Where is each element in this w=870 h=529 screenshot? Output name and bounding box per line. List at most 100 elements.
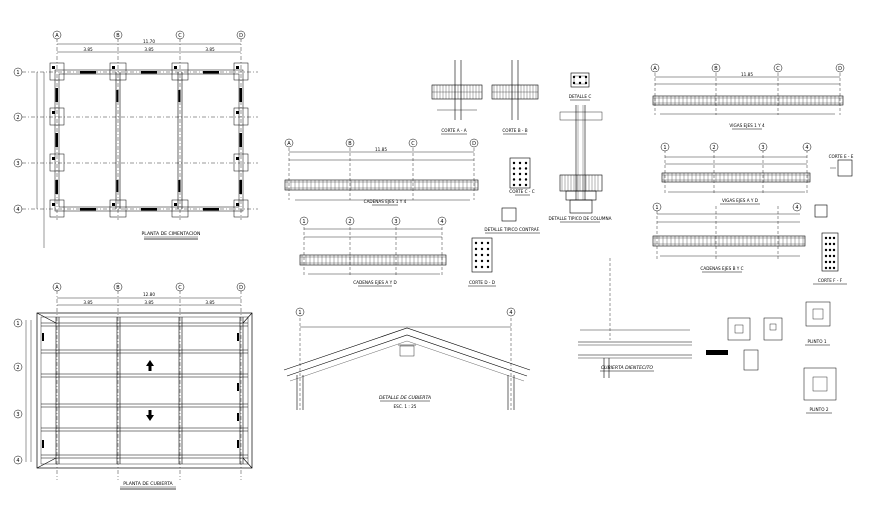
title-detalle-columna: DETALLE TIPICO DE COLUMNA xyxy=(549,216,612,221)
svg-text:2: 2 xyxy=(712,145,715,151)
rebar-dot xyxy=(486,265,490,269)
axis-bubble-2: 2 xyxy=(345,216,355,226)
svg-text:D: D xyxy=(838,66,842,72)
title-detalle-c: DETALLE C xyxy=(569,94,592,99)
svg-text:3.85: 3.85 xyxy=(144,300,154,305)
title-planta-cubierta: PLANTA DE CUBIERTA xyxy=(123,481,173,487)
svg-text:B: B xyxy=(348,141,352,147)
axis-bubble-b: B xyxy=(711,63,721,73)
rebar-dot xyxy=(480,259,484,263)
rebar-dot xyxy=(512,172,516,176)
rebar-dot xyxy=(480,241,484,245)
rebar-dot xyxy=(512,161,516,165)
svg-text:C: C xyxy=(178,285,182,291)
svg-text:4: 4 xyxy=(509,310,512,316)
svg-text:3.85: 3.85 xyxy=(205,47,215,52)
plan-cubierta xyxy=(25,290,253,490)
cadenas-elevation-1 xyxy=(284,148,479,206)
vigas-elevation-1 xyxy=(652,68,844,130)
svg-text:11.85: 11.85 xyxy=(741,72,753,77)
rebar-dot xyxy=(474,241,478,245)
rebar-dot xyxy=(828,260,832,264)
plinto-details xyxy=(727,301,837,414)
axis-bubble-d: D xyxy=(236,282,246,292)
svg-text:A: A xyxy=(653,66,657,72)
rebar-dot xyxy=(584,81,588,85)
title-detalle-cubierta: DETALLE DE CUBIERTA xyxy=(379,395,431,401)
svg-text:D: D xyxy=(239,33,243,39)
plan-cimentacion xyxy=(22,38,258,248)
rebar-dot xyxy=(578,81,582,85)
slope-arrow-up-icon xyxy=(146,360,154,371)
rebar-dot xyxy=(474,265,478,269)
roof-section xyxy=(283,318,531,410)
rebar-dot xyxy=(512,183,516,187)
svg-text:3.85: 3.85 xyxy=(144,47,154,52)
svg-text:B: B xyxy=(116,33,120,39)
rebar-dot xyxy=(480,247,484,251)
title-corte-a: CORTE A - A xyxy=(441,128,466,133)
title-plinto-1: PLINTO 1 xyxy=(807,339,826,344)
svg-text:1: 1 xyxy=(663,145,666,151)
rebar-dot xyxy=(474,247,478,251)
axis-bubble-d: D xyxy=(835,63,845,73)
svg-text:4: 4 xyxy=(16,458,19,464)
title-vigas-ad: VIGAS EJES A Y D xyxy=(722,198,758,203)
axis-bubble-3: 3 xyxy=(13,409,23,419)
axis-bubble-a: A xyxy=(52,282,62,292)
rebar-dot xyxy=(584,75,588,79)
svg-text:C: C xyxy=(411,141,415,147)
rebar-dot xyxy=(486,247,490,251)
axis-bubble-c: C xyxy=(175,30,185,40)
svg-text:B: B xyxy=(116,285,120,291)
svg-text:B: B xyxy=(714,66,718,72)
rebar-dot xyxy=(832,260,836,264)
axis-bubbles: A B C D 1 2 3 4 A B C D 1 2 3 4 A B C D … xyxy=(13,30,845,465)
axis-bubble-1: 1 xyxy=(652,202,662,212)
axis-bubble-1: 1 xyxy=(295,307,305,317)
title-cubierta-scale: ESC. 1 : 25 xyxy=(394,404,417,409)
title-corte-e: CORTE E - E xyxy=(829,154,854,159)
svg-text:2: 2 xyxy=(348,219,351,225)
svg-text:1: 1 xyxy=(298,310,301,316)
rebar-dot xyxy=(828,248,832,252)
axis-bubble-c: C xyxy=(408,138,418,148)
axis-bubble-2: 2 xyxy=(13,362,23,372)
axis-bubble-d: D xyxy=(469,138,479,148)
title-cubierta-dientecito: CUBIERTA DIENTECITO xyxy=(601,365,653,371)
svg-text:4: 4 xyxy=(795,205,798,211)
svg-text:1: 1 xyxy=(655,205,658,211)
title-corte-b: CORTE B - B xyxy=(502,128,527,133)
rebar-dot xyxy=(828,266,832,270)
rebar-dot xyxy=(832,266,836,270)
rebar-dot xyxy=(572,75,576,79)
rebar-dot xyxy=(518,167,522,170)
axis-bubble-1: 1 xyxy=(13,67,23,77)
axis-bubble-b: B xyxy=(113,30,123,40)
rebar-dot xyxy=(524,178,528,181)
svg-text:3: 3 xyxy=(16,161,19,167)
rebar-dot xyxy=(828,254,832,258)
dimension-texts: 11.70 3.85 3.85 3.85 12.80 3.85 3.85 3.8… xyxy=(83,39,753,305)
cadenas-elevation-3 xyxy=(652,204,847,285)
title-corte-cc: CORTE C - C xyxy=(509,189,534,194)
rebar-dot xyxy=(474,253,478,257)
svg-text:4: 4 xyxy=(805,145,808,151)
rebar-dot xyxy=(824,260,828,264)
svg-text:C: C xyxy=(178,33,182,39)
title-vigas-14: VIGAS EJES 1 Y 4 xyxy=(729,123,765,128)
rebar-dot xyxy=(824,254,828,258)
svg-text:D: D xyxy=(239,285,243,291)
rebar-dot xyxy=(828,236,832,240)
svg-text:A: A xyxy=(287,141,291,147)
rebar-dot xyxy=(512,167,516,170)
rebar-dot xyxy=(524,161,528,165)
axis-bubble-a: A xyxy=(52,30,62,40)
title-cadenas-cd: CADENAS EJES A Y D xyxy=(353,280,396,285)
rebar-dot xyxy=(572,81,576,85)
axis-bubble-4: 4 xyxy=(437,216,447,226)
svg-text:3.85: 3.85 xyxy=(83,300,93,305)
axis-bubble-1: 1 xyxy=(13,318,23,328)
rebar-dot xyxy=(832,248,836,252)
